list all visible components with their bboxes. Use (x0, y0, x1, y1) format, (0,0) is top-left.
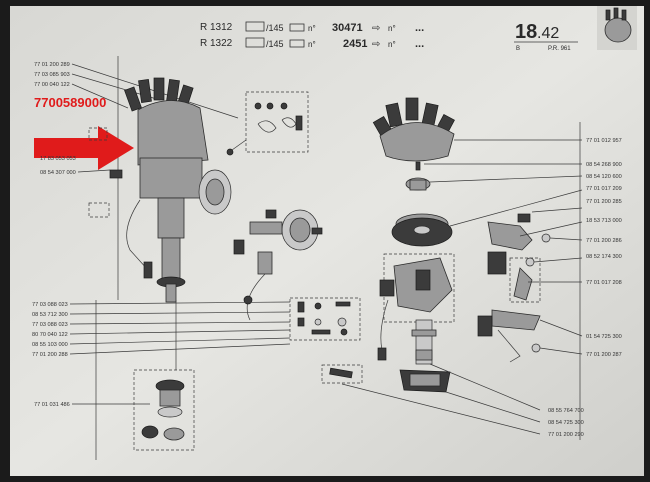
header-r1-code: R 1312 (200, 22, 233, 33)
part-number-label: 77 01 012 957 (586, 138, 622, 144)
header-r1-no: n° (308, 24, 316, 33)
left-mid-labels: 17 83 053 053 08 54 307 000 (40, 156, 111, 176)
part-number-label: 77 03 088 023 (32, 322, 68, 328)
part-number-label: 77 01 200 287 (586, 352, 622, 358)
drive-coupling-parts (133, 300, 195, 451)
header-r1-model: /145 (266, 23, 284, 33)
leader-line (341, 383, 541, 435)
part-number-label: 08 55 764 700 (548, 408, 584, 414)
vacuum-advance-unit (249, 209, 323, 251)
header-r1-dots: ... (415, 22, 424, 34)
part-number-label: 77 01 017 208 (586, 280, 622, 286)
condenser-part (233, 239, 273, 321)
part-number-label: 08 52 174 300 (586, 254, 622, 260)
part-number-label: 77 01 200 289 (34, 62, 70, 68)
part-number-label: 80 70 040 122 (32, 332, 68, 338)
dashed-callout-box (88, 202, 110, 218)
part-number-label: 77 03 088 023 (32, 302, 68, 308)
header-r1-no-b: n° (388, 24, 396, 33)
paper-background (10, 6, 644, 476)
part-number-label: 18 53 713 000 (586, 218, 622, 224)
header-r2-num: 2451 (343, 38, 367, 50)
header-r2-dots: ... (415, 38, 424, 50)
distributor-cap-right (372, 97, 582, 162)
distributor-assembly-left (109, 77, 232, 303)
part-number-label: 77 01 031 486 (34, 402, 70, 408)
part-number-label: 08 54 307 000 (40, 170, 76, 176)
header-r2-model: /145 (266, 39, 284, 49)
vehicle-icon (245, 21, 265, 48)
part-number-label: 77 00 040 122 (34, 82, 70, 88)
right-labels: 77 01 012 957 08 54 268 900 08 54 120 60… (548, 138, 622, 438)
section-number: 18 (515, 21, 537, 43)
part-number-label: 08 54 725 300 (548, 420, 584, 426)
highlighted-part-number: 7700589000 (34, 95, 106, 110)
rotor-and-cover (391, 161, 583, 247)
leader-line (429, 363, 541, 411)
part-number-label: 77 01 200 288 (32, 352, 68, 358)
part-number-label: 77 01 200 285 (586, 199, 622, 205)
distributor-cap-thumbnail (597, 6, 637, 50)
part-number-label: 77 01 017 209 (586, 186, 622, 192)
part-number-label: 08 54 268 900 (586, 162, 622, 168)
part-number-label: 08 54 120 600 (586, 174, 622, 180)
small-parts-box-top (226, 91, 309, 156)
part-number-label: 08 55 103 000 (32, 342, 68, 348)
section-b: B (516, 46, 520, 52)
hardware-box-middle (289, 297, 361, 341)
section-pr: P.R. 961 (548, 46, 571, 52)
header-r2-no-b: n° (388, 40, 396, 49)
part-number-label: 77 01 200 286 (586, 238, 622, 244)
part-number-label: 08 53 712 300 (32, 312, 68, 318)
section-sub: .42 (537, 25, 559, 42)
arrow-right-icon: ⇨ (372, 23, 380, 34)
contact-breaker-parts (477, 207, 583, 363)
header-r1-num: 30471 (332, 22, 363, 34)
leader-line (445, 391, 541, 423)
left-lower-labels: 77 03 088 023 08 53 712 300 77 03 088 02… (32, 301, 291, 358)
header-r2-no: n° (308, 40, 316, 49)
part-number-label: 01 54 725 300 (586, 334, 622, 340)
red-arrow-icon (34, 126, 134, 170)
part-number-label: 77 03 085 903 (34, 72, 70, 78)
gearbox-icon (289, 23, 305, 48)
arrow-right-icon: ⇨ (372, 39, 380, 50)
part-number-label: 77 01 200 290 (548, 432, 584, 438)
header-r2-code: R 1322 (200, 38, 233, 49)
header-block: R 1312 R 1322 /145 /145 n° n° 30471 2451… (200, 6, 637, 52)
part-number-label: 17 83 053 053 (40, 156, 76, 162)
